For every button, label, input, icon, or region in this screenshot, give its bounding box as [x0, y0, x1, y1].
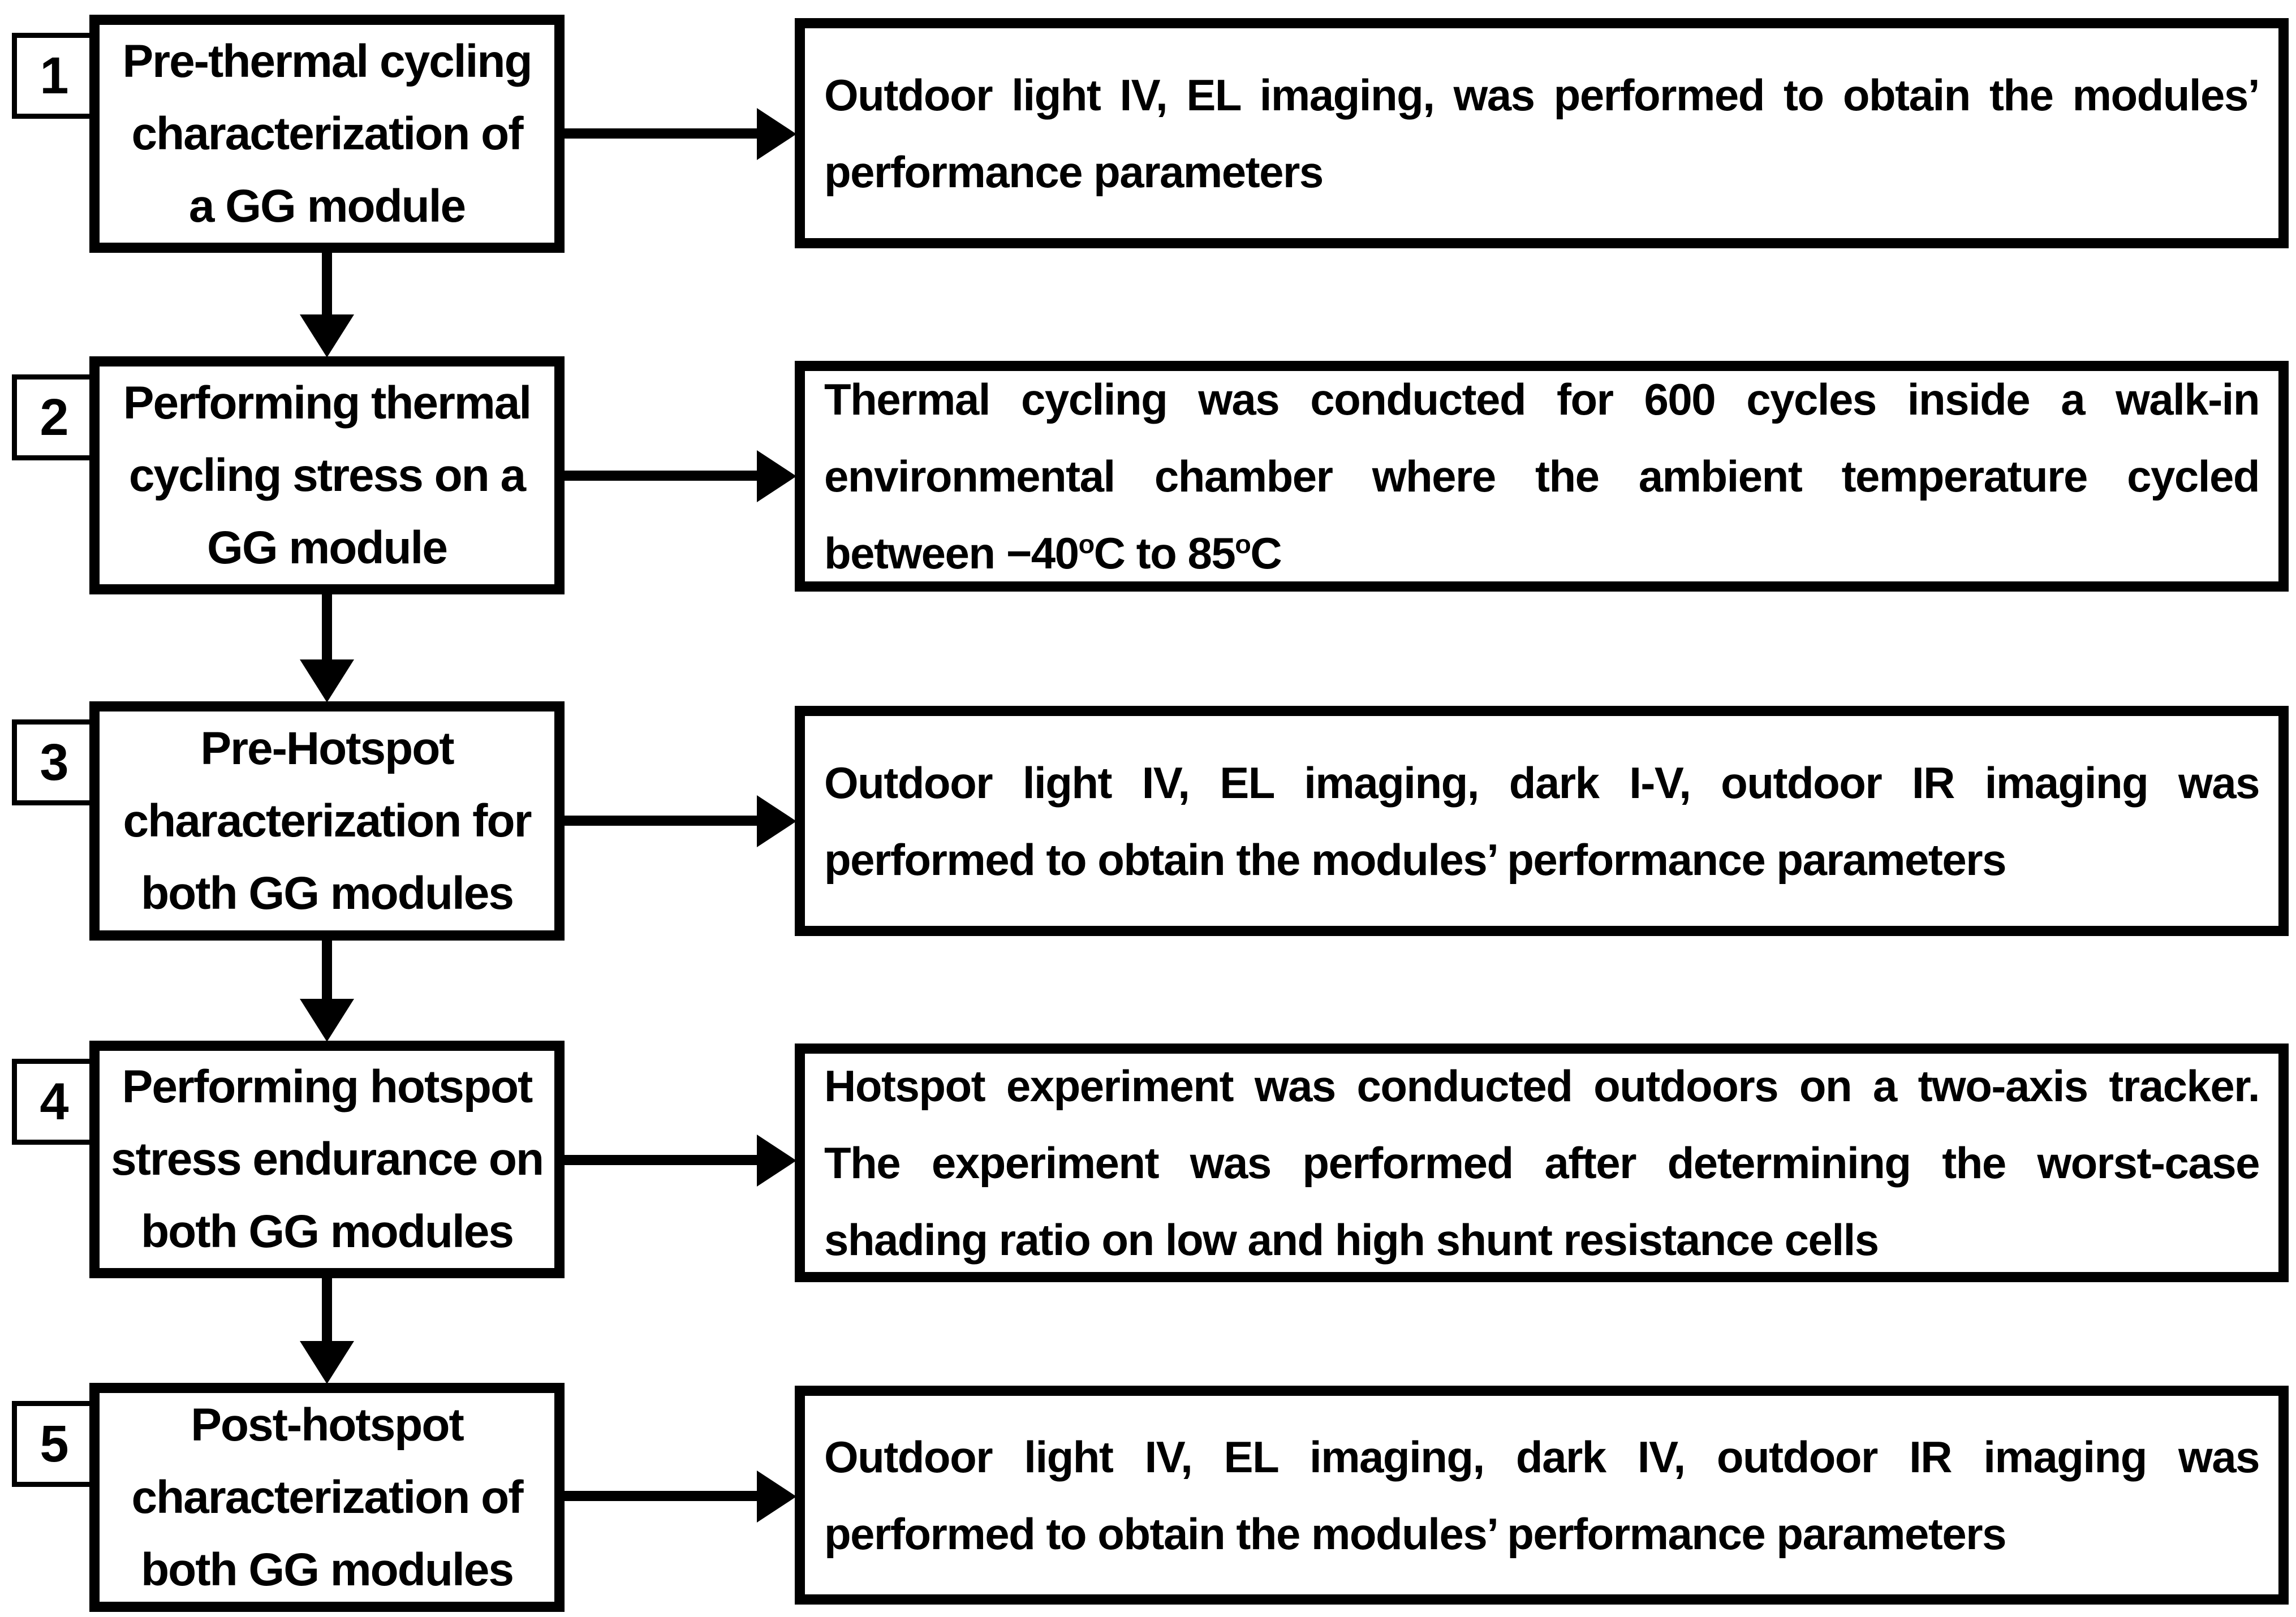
- desc-line: performed to obtain the modules’ perform…: [824, 821, 2259, 898]
- title-line: cycling stress on a: [128, 449, 526, 501]
- arrow-step-2-to-3-head-icon: [300, 659, 354, 702]
- title-line: stress endurance on: [110, 1133, 544, 1185]
- title-line: Performing thermal: [123, 377, 532, 429]
- step-4-arrowhead-icon: [757, 1135, 796, 1187]
- arrow-step-2-to-3-line: [322, 594, 332, 663]
- step-5-number-badge: 5: [12, 1401, 97, 1487]
- arrow-step-3-to-4-head-icon: [300, 999, 354, 1042]
- title-line: both GG modules: [141, 1543, 514, 1596]
- desc-text: between −40: [824, 528, 1079, 578]
- desc-text: The experiment was performed after deter…: [824, 1138, 2260, 1188]
- step-5-desc-box: Outdoor light IV, EL imaging, dark IV, o…: [795, 1386, 2289, 1605]
- desc-line: environmental chamber where the ambient …: [824, 438, 2260, 515]
- step-4-number-badge: 4: [12, 1059, 97, 1145]
- desc-line: performance parameters: [824, 133, 2259, 210]
- title-line: characterization of: [131, 1471, 523, 1523]
- step-5-horizontal-arrow-line: [565, 1491, 759, 1501]
- arrow-step-4-to-5-head-icon: [300, 1341, 354, 1384]
- desc-text: Outdoor light IV, EL imaging, was perfor…: [824, 70, 2260, 120]
- step-2-number-badge: 2: [12, 374, 97, 460]
- step-1-desc-box: Outdoor light IV, EL imaging, was perfor…: [795, 18, 2289, 248]
- step-1-number-badge: 1: [12, 33, 97, 119]
- step-4-horizontal-arrow-line: [565, 1155, 759, 1165]
- step-2-title-box: Performing thermal cycling stress on a GG …: [89, 356, 565, 594]
- step-2-desc-box: Thermal cycling was conducted for 600 cy…: [795, 361, 2289, 592]
- title-line: Pre-thermal cycling: [122, 35, 532, 87]
- desc-text: performance parameters: [824, 146, 1324, 197]
- desc-line: The experiment was performed after deter…: [824, 1124, 2260, 1201]
- step-4-desc-box: Hotspot experiment was conducted outdoor…: [795, 1043, 2289, 1282]
- desc-line: Outdoor light IV, EL imaging, was perfor…: [824, 57, 2260, 133]
- arrow-step-1-to-2-line: [322, 253, 332, 318]
- desc-text: Hotspot experiment was conducted outdoor…: [824, 1061, 2260, 1111]
- title-line: both GG modules: [141, 867, 514, 919]
- desc-text: environmental chamber where the ambient …: [824, 451, 2260, 501]
- step-3-number-badge: 3: [12, 719, 97, 805]
- title-line: Pre-Hotspot: [200, 722, 454, 774]
- step-3-horizontal-arrow-line: [565, 816, 759, 826]
- desc-line: between −40oC to 85oC: [824, 515, 2259, 592]
- title-line: Performing hotspot: [122, 1061, 533, 1113]
- step-2-arrowhead-icon: [757, 450, 796, 502]
- desc-text: Thermal cycling was conducted for 600 cy…: [824, 374, 2260, 424]
- title-line: both GG modules: [141, 1206, 514, 1257]
- step-4-title-box: Performing hotspot stress endurance on bot…: [89, 1041, 565, 1278]
- desc-text: Outdoor light IV, EL imaging, dark I-V, …: [824, 757, 2260, 808]
- desc-line: Thermal cycling was conducted for 600 cy…: [824, 361, 2260, 438]
- desc-text: performed to obtain the modules’ perform…: [824, 1508, 2007, 1559]
- title-line: characterization of: [131, 107, 523, 159]
- step-1-title-box: Pre-thermal cycling characterization of a …: [89, 15, 565, 253]
- title-line: a GG module: [188, 180, 466, 232]
- step-5-arrowhead-icon: [757, 1471, 796, 1523]
- superscript-text: o: [1235, 529, 1251, 559]
- desc-text: performed to obtain the modules’ perform…: [824, 834, 2007, 885]
- desc-text: shading ratio on low and high shunt resi…: [824, 1215, 1879, 1265]
- step-2-horizontal-arrow-line: [565, 471, 759, 481]
- step-3-desc-box: Outdoor light IV, EL imaging, dark I-V, …: [795, 706, 2289, 936]
- arrow-step-3-to-4-line: [322, 941, 332, 1002]
- title-line: characterization for: [123, 795, 532, 847]
- step-1-horizontal-arrow-line: [565, 128, 759, 139]
- desc-line: shading ratio on low and high shunt resi…: [824, 1201, 2259, 1278]
- arrow-step-4-to-5-line: [322, 1278, 332, 1344]
- title-line: GG module: [207, 521, 448, 574]
- desc-text: Outdoor light IV, EL imaging, dark IV, o…: [824, 1431, 2260, 1482]
- desc-line: Outdoor light IV, EL imaging, dark I-V, …: [824, 744, 2260, 821]
- desc-line: Outdoor light IV, EL imaging, dark IV, o…: [824, 1418, 2260, 1495]
- superscript-text: o: [1078, 529, 1095, 559]
- desc-line: Hotspot experiment was conducted outdoor…: [824, 1047, 2260, 1124]
- step-3-title-box: Pre-Hotspot characterization for both GG m…: [89, 701, 565, 941]
- step-1-arrowhead-icon: [757, 108, 796, 160]
- step-3-arrowhead-icon: [757, 795, 796, 847]
- step-5-title-box: Post-hotspot characterization of both GG m…: [89, 1383, 565, 1612]
- arrow-step-1-to-2-head-icon: [300, 314, 354, 357]
- title-line: Post-hotspot: [191, 1399, 464, 1451]
- desc-line: performed to obtain the modules’ perform…: [824, 1495, 2259, 1572]
- desc-text: C: [1250, 528, 1282, 578]
- desc-text: C to 85: [1093, 528, 1236, 578]
